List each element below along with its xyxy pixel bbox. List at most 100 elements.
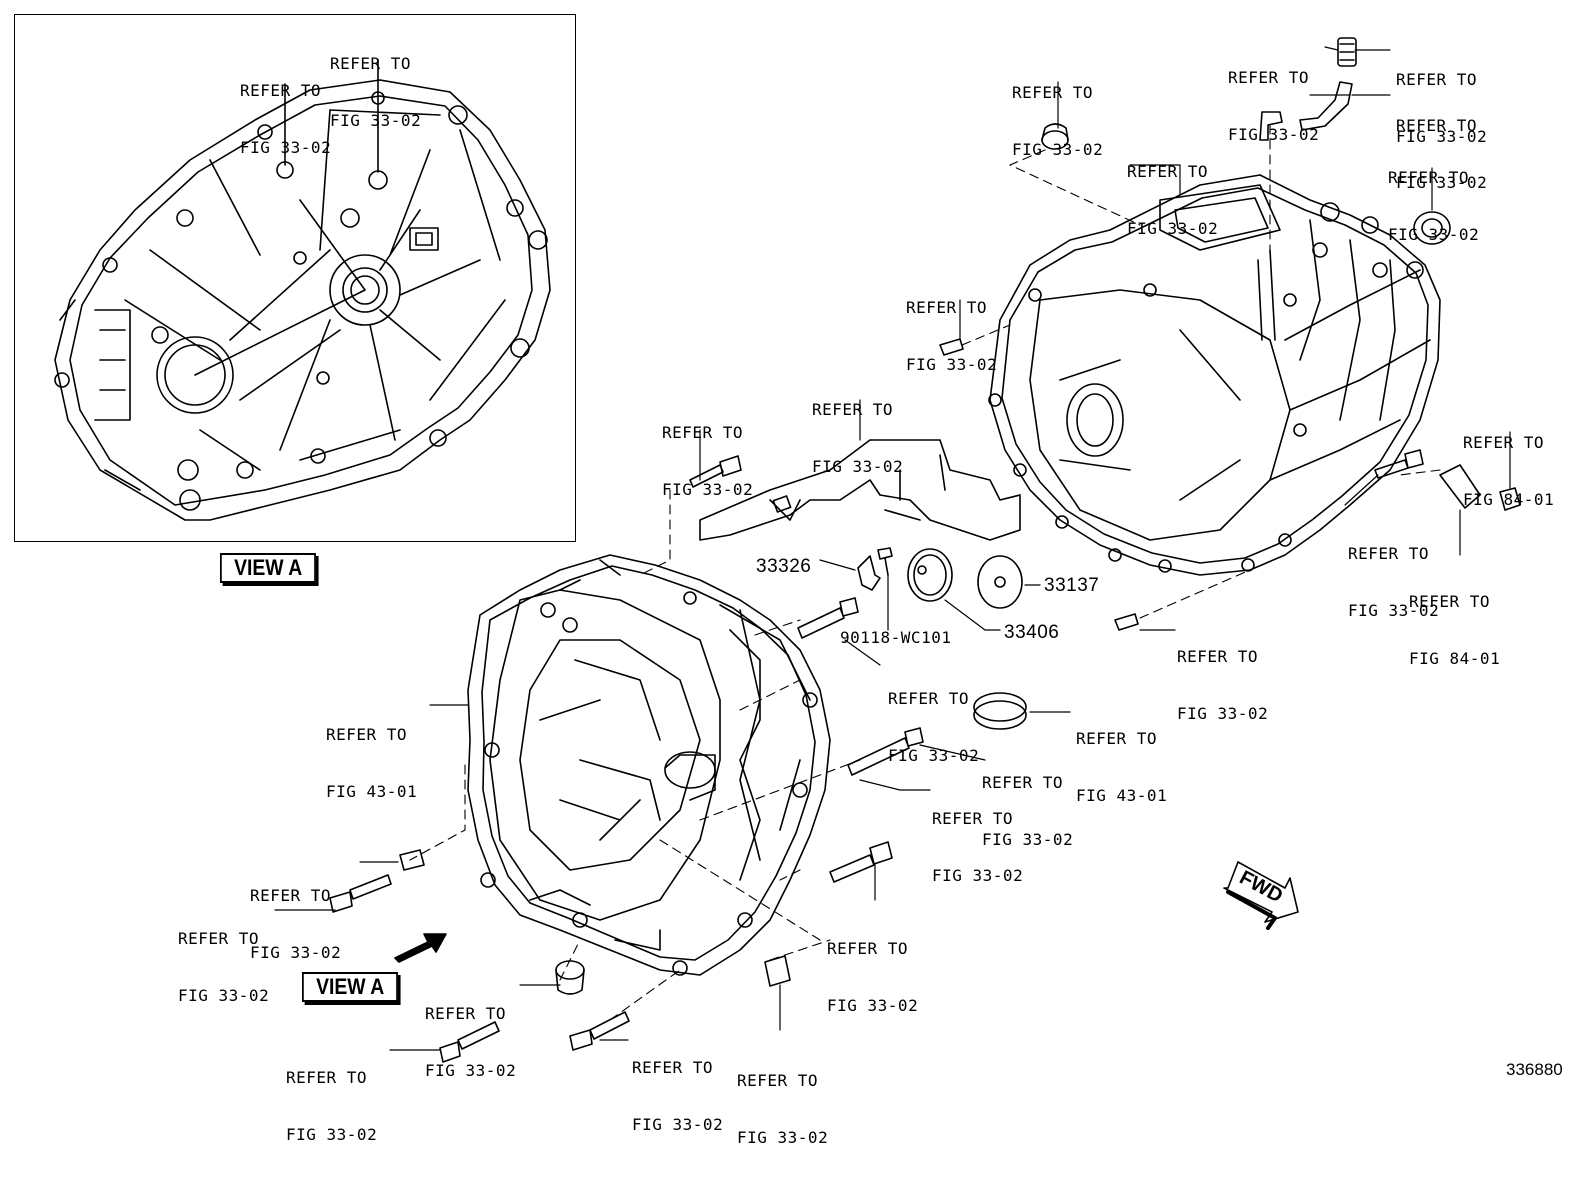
callout-refer-33-02: REFER TO FIG 33-02 [1127,124,1218,276]
callout-refer-33-02-inset-a: REFER TO FIG 33-02 [240,43,331,195]
callout-line-2: FIG 33-02 [1396,127,1488,146]
callout-refer-33-02: REFER TO FIG 33-02 [1348,506,1439,658]
part-number-90118-wc101: 90118-WC101 [840,628,952,647]
callout-refer-33-02: REFER TO FIG 33-02 [662,385,753,537]
callout-line-1: REFER TO [632,1058,714,1077]
parts-diagram: REFER TO FIG 33-02 REFER TO FIG 33-02 RE… [14,14,1563,1147]
callout-line-2: FIG 33-02 [178,986,270,1005]
callout-line-2: FIG 33-02 [662,480,754,499]
callout-refer-33-02: REFER TO FIG 33-02 [982,735,1073,887]
diagram-linework [54,37,1521,1063]
callout-refer-43-01: REFER TO FIG 43-01 [326,687,417,839]
callout-line-2: FIG 33-02 [888,746,980,765]
callout-line-1: REFER TO [1409,592,1491,611]
callout-refer-33-02: REFER TO FIG 33-02 [812,362,903,514]
callout-line-2: FIG 33-02 [1012,140,1104,159]
fwd-arrow [1223,861,1299,930]
part-33137-shape [977,555,1023,609]
callout-refer-33-02: REFER TO FIG 33-02 [1012,45,1103,197]
callout-line-1: REFER TO [240,81,322,100]
callout-line-1: REFER TO [250,886,332,905]
view-a-label-inset: VIEW A [220,553,317,583]
callout-line-1: REFER TO [906,298,988,317]
part-number-33406: 33406 [1004,622,1060,643]
view-a-inset-frame [14,14,576,542]
callout-line-1: REFER TO [812,400,894,419]
callout-refer-33-02: REFER TO FIG 33-02 [888,651,979,803]
alignment-lines [409,124,1441,1021]
callout-line-1: REFER TO [1177,647,1259,666]
part-33326-shape [857,555,881,591]
callout-refer-33-02: REFER TO FIG 33-02 [906,260,997,412]
callout-line-2: FIG 33-02 [1127,219,1219,238]
callout-refer-33-02: REFER TO FIG 33-02 [1396,78,1487,230]
callout-refer-33-02: REFER TO FIG 33-02 [250,848,341,1000]
part-33406-shape [907,548,953,602]
callout-line-2: FIG 33-02 [812,457,904,476]
callout-refer-33-02: REFER TO FIG 33-02 [425,966,516,1118]
callout-line-2: FIG 33-02 [1177,704,1269,723]
callout-line-2: FIG 33-02 [240,138,332,157]
view-a-arrow [394,933,447,963]
callout-refer-84-01: REFER TO FIG 84-01 [1409,554,1500,706]
callout-line-2: FIG 33-02 [425,1061,517,1080]
callout-line-1: REFER TO [1076,729,1158,748]
callout-line-1: REFER TO [1388,168,1470,187]
callout-line-2: FIG 33-02 [982,830,1074,849]
callout-line-2: FIG 33-02 [906,355,998,374]
callout-refer-33-02: REFER TO FIG 33-02 [737,1033,828,1185]
callout-line-2: FIG 33-02 [330,111,422,130]
callout-line-2: FIG 33-02 [737,1128,829,1147]
callout-line-1: REFER TO [888,689,970,708]
callout-line-1: REFER TO [737,1071,819,1090]
callout-refer-33-02: REFER TO FIG 33-02 [1396,32,1487,184]
callout-line-1: REFER TO [178,929,260,948]
callout-line-2: FIG 33-02 [250,943,342,962]
callout-line-2: FIG 33-02 [1228,125,1320,144]
callout-refer-33-02: REFER TO FIG 33-02 [932,771,1023,923]
callout-line-1: REFER TO [1396,116,1478,135]
shift-bracket-drawing [699,439,1021,541]
callout-refer-33-02: REFER TO FIG 33-02 [827,901,918,1053]
callout-refer-43-01: REFER TO FIG 43-01 [1076,691,1167,843]
callout-refer-33-02: REFER TO FIG 33-02 [178,891,269,1043]
callout-refer-33-02: REFER TO FIG 33-02 [1388,130,1479,282]
callout-line-1: REFER TO [286,1068,368,1087]
callout-line-1: REFER TO [425,1004,507,1023]
part-number-33137: 33137 [1044,575,1100,596]
callout-line-1: REFER TO [1348,544,1430,563]
inset-housing-drawing [54,79,551,521]
callout-refer-33-02: REFER TO FIG 33-02 [1228,30,1319,182]
callout-line-1: REFER TO [982,773,1064,792]
transmission-case-drawing [988,174,1441,576]
callout-line-2: FIG 43-01 [1076,786,1168,805]
callout-line-2: FIG 33-02 [1348,601,1440,620]
callout-line-1: REFER TO [1396,70,1478,89]
diagram-code: 336880 [1506,1060,1563,1079]
callout-line-1: REFER TO [662,423,744,442]
callout-line-2: FIG 33-02 [1388,225,1480,244]
callout-line-2: FIG 84-01 [1463,490,1555,509]
callout-line-2: FIG 43-01 [326,782,418,801]
callout-refer-33-02: REFER TO FIG 33-02 [632,1020,723,1172]
callout-line-1: REFER TO [827,939,909,958]
callout-refer-33-02: REFER TO FIG 33-02 [286,1030,377,1182]
callout-line-1: REFER TO [1228,68,1310,87]
callout-line-2: FIG 33-02 [632,1115,724,1134]
clutch-housing-drawing [467,554,831,976]
view-a-label-arrow: VIEW A [302,972,399,1002]
callout-refer-33-02-inset-b: REFER TO FIG 33-02 [330,16,421,168]
leader-lines [274,46,1511,1051]
callout-line-1: REFER TO [1012,83,1094,102]
callout-line-1: REFER TO [1463,433,1545,452]
callout-line-1: REFER TO [932,809,1014,828]
callout-line-1: REFER TO [1127,162,1209,181]
callout-line-2: FIG 84-01 [1409,649,1501,668]
callout-line-2: FIG 33-02 [932,866,1024,885]
callout-line-1: REFER TO [326,725,408,744]
part-number-33326: 33326 [756,556,812,577]
callout-line-2: FIG 33-02 [827,996,919,1015]
callout-line-1: REFER TO [330,54,412,73]
callout-refer-84-01: REFER TO FIG 84-01 [1463,395,1554,547]
callout-line-2: FIG 33-02 [286,1125,378,1144]
